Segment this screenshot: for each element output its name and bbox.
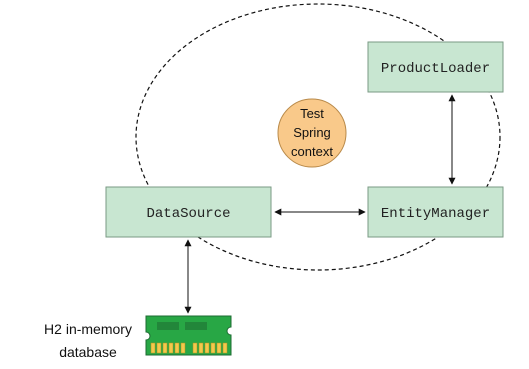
chip-pin [150,342,156,354]
chip-pin [180,342,186,354]
context-label-line3: context [291,144,333,159]
chip-pin [192,342,198,354]
entity-manager-box [367,186,504,238]
chip-pin [156,342,162,354]
memory-chip-detail [185,322,207,330]
context-badge: Test Spring context [277,98,347,168]
chip-pin [204,342,210,354]
context-label-line2: Spring [293,125,331,140]
chip-pin [222,342,228,354]
chip-pin [162,342,168,354]
context-boundary [135,3,501,271]
chip-pin [174,342,180,354]
datasource-label: DataSource [146,206,230,222]
product-loader-label: ProductLoader [381,61,490,77]
context-label-line1: Test [300,106,324,121]
database-label-line1: H2 in-memory [44,321,132,337]
chip-pin [216,342,222,354]
datasource-node: DataSource [105,186,272,238]
memory-chip-icon [145,315,232,356]
entity-manager-node: EntityManager [367,186,504,238]
product-loader-box [367,41,504,93]
chip-pin [198,342,204,354]
chip-pin [210,342,216,354]
datasource-box [105,186,272,238]
database-label-line2: database [59,344,117,360]
memory-chip-pins [150,342,228,354]
memory-chip-detail [157,322,179,330]
entity-manager-label: EntityManager [381,206,490,222]
context-circle [277,98,347,168]
product-loader-node: ProductLoader [367,41,504,93]
chip-pin [168,342,174,354]
